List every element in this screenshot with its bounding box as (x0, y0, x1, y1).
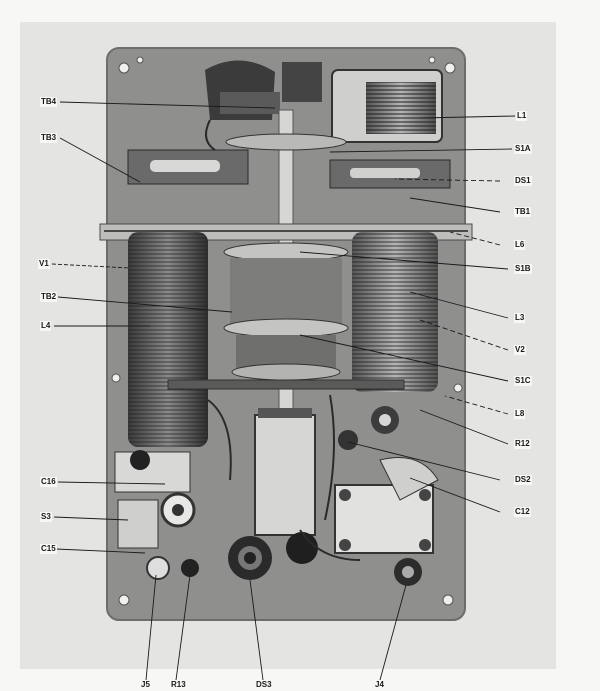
label-tb1: TB1 (514, 207, 532, 217)
label-s1b: S1B (514, 264, 532, 274)
label-s1c: S1C (514, 376, 532, 386)
label-tb2: TB2 (40, 292, 58, 302)
label-v1: V1 (38, 259, 50, 269)
label-ds2: DS2 (514, 475, 532, 485)
leader-lines (51, 101, 516, 681)
label-tb4: TB4 (40, 97, 58, 107)
label-s1a: S1A (514, 144, 532, 154)
label-ds3: DS3 (255, 680, 273, 690)
lower-bar (167, 379, 405, 390)
lower-knob (286, 532, 318, 564)
label-l8: L8 (514, 409, 526, 419)
label-c15: C15 (40, 544, 57, 554)
ds2-knob (338, 430, 358, 450)
label-r13: R13 (170, 680, 187, 690)
coil-l3 (352, 232, 438, 392)
label-v2: V2 (514, 345, 526, 355)
label-r12: R12 (514, 439, 531, 449)
label-c16: C16 (40, 477, 57, 487)
wiring (205, 119, 361, 561)
label-l1: L1 (516, 111, 528, 121)
label-l3: L3 (514, 313, 526, 323)
lower-left-controls (114, 450, 199, 580)
coil-l4 (128, 232, 208, 447)
c12-bracket (334, 457, 439, 554)
label-l4: L4 (40, 321, 52, 331)
switch-wafers (223, 242, 349, 381)
label-j5: J5 (140, 680, 151, 690)
label-tb3: TB3 (40, 133, 58, 143)
r12-region (371, 406, 399, 434)
label-ds1: DS1 (514, 176, 532, 186)
label-c12: C12 (514, 507, 531, 517)
central-block (254, 414, 316, 536)
label-j4: J4 (374, 680, 385, 690)
label-l6: L6 (514, 240, 526, 250)
label-s3: S3 (40, 512, 52, 522)
